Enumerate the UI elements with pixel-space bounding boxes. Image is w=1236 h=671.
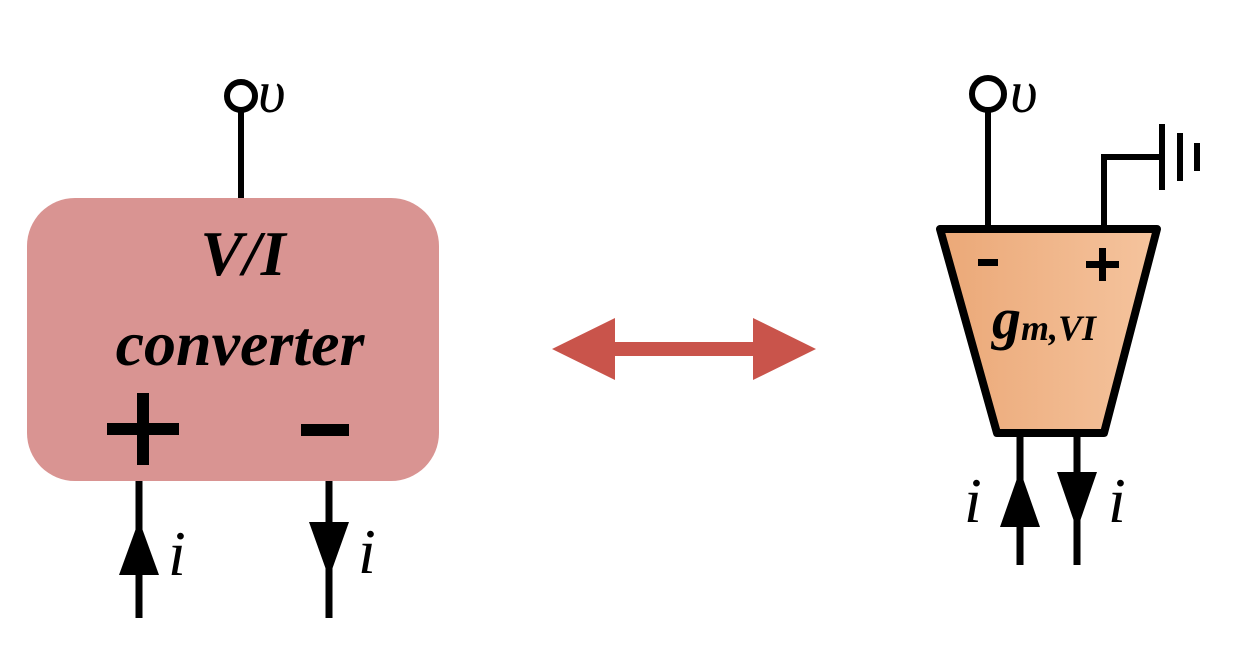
block-title-line2: converter bbox=[116, 308, 366, 379]
vi-converter-block bbox=[27, 198, 439, 481]
right-current-out-arrow bbox=[1057, 472, 1097, 530]
right-current-out-label: i bbox=[1108, 465, 1126, 536]
equivalence-arrow bbox=[552, 318, 816, 380]
right-voltage-label: υ bbox=[1010, 59, 1038, 125]
right-voltage-terminal bbox=[969, 75, 1007, 113]
ota-minus-sign bbox=[978, 259, 998, 266]
left-plus-sign bbox=[107, 393, 179, 465]
ground-wire bbox=[1101, 154, 1160, 228]
ground-icon bbox=[1159, 124, 1200, 190]
left-vi-converter: υ V/I converter i i bbox=[27, 59, 439, 618]
right-ota-transconductor: υ gm,VI i i bbox=[936, 59, 1200, 565]
left-minus-sign bbox=[301, 424, 349, 436]
gain-subscript: m,VI bbox=[1021, 308, 1098, 348]
gain-main: g bbox=[990, 286, 1021, 351]
ota-plus-sign bbox=[1086, 248, 1119, 281]
block-title-line1: V/I bbox=[200, 218, 287, 289]
left-current-out-arrow bbox=[309, 522, 349, 578]
right-current-in-label: i bbox=[964, 465, 982, 536]
right-current-in-arrow bbox=[1000, 470, 1040, 527]
left-current-in-label: i bbox=[168, 518, 186, 589]
left-current-out-label: i bbox=[358, 516, 376, 587]
left-voltage-terminal bbox=[224, 79, 258, 113]
left-current-in-arrow bbox=[119, 520, 159, 575]
ota-gain-label: gm,VI bbox=[990, 286, 1098, 351]
left-voltage-label: υ bbox=[258, 59, 286, 125]
